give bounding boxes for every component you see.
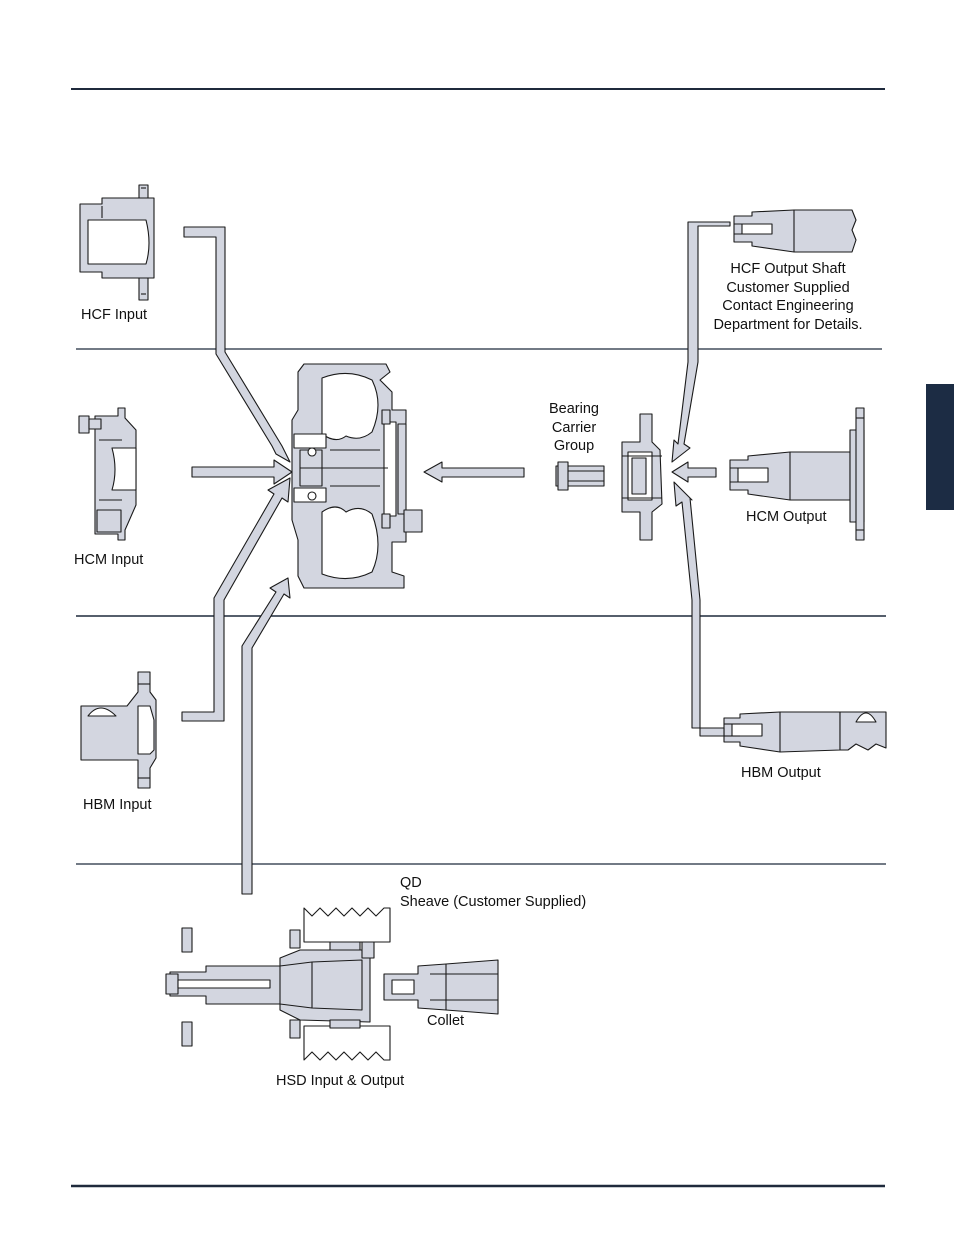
label-bearing-line-2: Carrier	[536, 419, 612, 438]
label-bearing-line-3: Group	[536, 437, 612, 456]
label-bearing-carrier-group: Bearing Carrier Group	[536, 400, 612, 456]
label-hbm-output: HBM Output	[741, 764, 821, 783]
hcm-input-part	[79, 408, 136, 540]
label-hcf-output-line-2: Customer Supplied	[700, 279, 876, 298]
label-hsd-input-output: HSD Input & Output	[276, 1072, 404, 1091]
hcf-output-shaft-part	[734, 210, 856, 252]
collet-part	[384, 960, 498, 1014]
label-hcf-output-line-3: Contact Engineering	[700, 297, 876, 316]
section-tab	[926, 384, 954, 510]
arrow-hcf-output	[672, 222, 730, 462]
hbm-output-part	[724, 712, 886, 752]
label-qd: QD	[400, 874, 586, 893]
arrow-hcm-output	[672, 462, 716, 482]
center-coupling-part	[292, 364, 422, 588]
hcf-input-part	[80, 185, 154, 300]
arrow-hcm-input	[192, 460, 292, 484]
label-hcm-output: HCM Output	[746, 508, 827, 527]
arrow-hsd	[242, 578, 290, 894]
label-hcf-input: HCF Input	[81, 306, 147, 325]
label-sheave: Sheave (Customer Supplied)	[400, 893, 586, 912]
label-qd-sheave: QD Sheave (Customer Supplied)	[400, 874, 586, 911]
label-collet: Collet	[427, 1012, 464, 1031]
bearing-carrier-part	[556, 462, 604, 490]
label-hcf-output-line-1: HCF Output Shaft	[700, 260, 876, 279]
label-bearing-line-1: Bearing	[536, 400, 612, 419]
bearing-carrier-housing	[622, 414, 662, 540]
label-hcf-output: HCF Output Shaft Customer Supplied Conta…	[700, 260, 876, 334]
hsd-input-output-part	[166, 908, 390, 1060]
arrow-hbm-output	[674, 482, 724, 736]
hbm-input-part	[81, 672, 156, 788]
arrow-hcf-input	[184, 227, 290, 462]
label-hcm-input: HCM Input	[74, 551, 143, 570]
label-hbm-input: HBM Input	[83, 796, 152, 815]
arrow-bearing-carrier	[424, 462, 524, 482]
label-hcf-output-line-4: Department for Details.	[700, 316, 876, 335]
